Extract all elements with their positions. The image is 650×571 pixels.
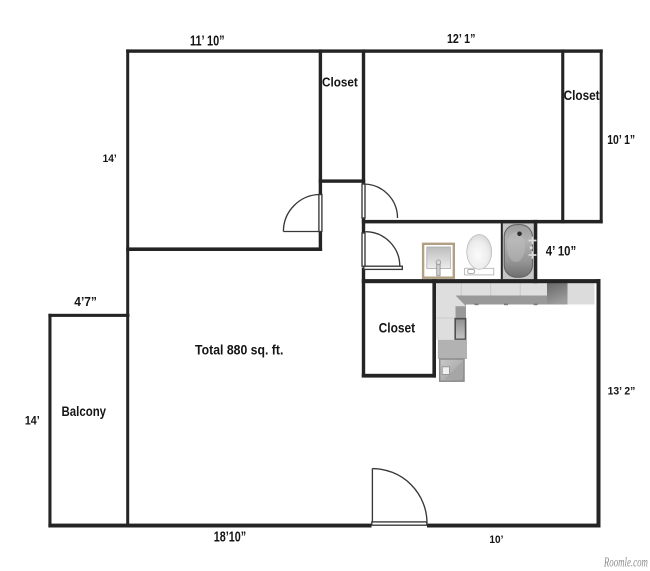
svg-text:13’ 2”: 13’ 2” [608,386,636,398]
svg-text:Roomle.com: Roomle.com [603,555,648,570]
svg-text:Closet: Closet [322,75,358,90]
svg-text:14’: 14’ [25,414,40,427]
svg-text:18’10”: 18’10” [214,529,246,546]
svg-text:4’7”: 4’7” [74,295,97,309]
svg-text:Balcony: Balcony [62,404,107,419]
svg-text:Closet: Closet [564,88,600,103]
svg-text:10’: 10’ [489,534,503,546]
svg-text:Total 880 sq. ft.: Total 880 sq. ft. [195,341,283,357]
svg-text:Closet: Closet [379,320,416,336]
svg-text:14’: 14’ [103,153,117,165]
svg-text:4’ 10”: 4’ 10” [546,244,576,259]
svg-text:12’ 1”: 12’ 1” [447,31,475,46]
svg-text:10’ 1”: 10’ 1” [607,132,635,147]
svg-text:11’ 10”: 11’ 10” [190,33,225,49]
